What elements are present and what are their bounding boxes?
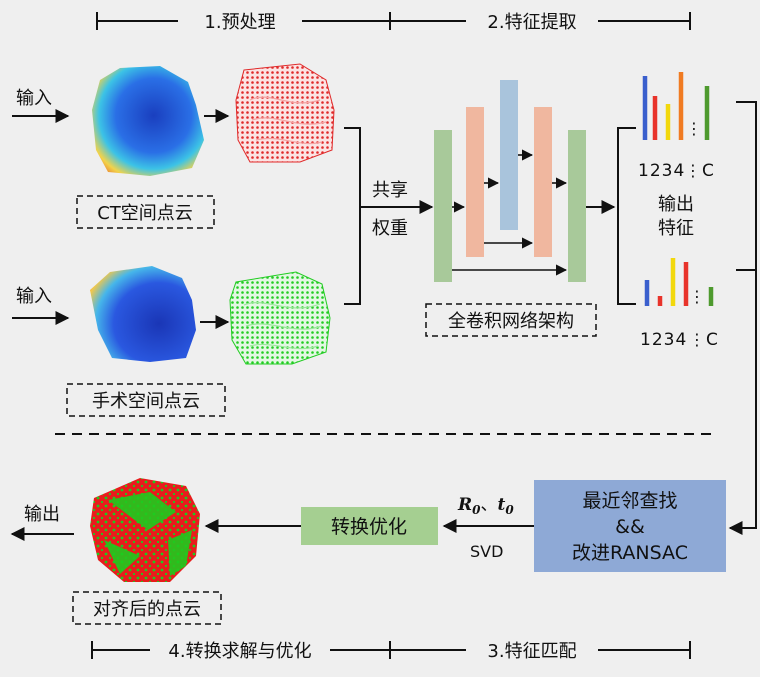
- network-layer-5: [568, 130, 586, 282]
- stage-label-preprocess: 1.预处理: [204, 12, 275, 33]
- surgery-sampled-cloud-contours: [243, 301, 323, 350]
- shared-weights-label-2: 权重: [372, 218, 408, 239]
- feature-channel-top: C: [702, 161, 715, 181]
- svd-label: SVD: [470, 542, 503, 561]
- ct-point-cloud-image: [92, 66, 204, 176]
- param-translation: t: [498, 495, 506, 515]
- shared-weights-bracket: [344, 127, 361, 305]
- ct-label-box: [76, 195, 215, 229]
- param-rotation: R: [457, 495, 472, 515]
- network-layer-1: [434, 130, 452, 282]
- surgery-point-cloud-image: [90, 266, 196, 362]
- network-label-box: [425, 303, 597, 337]
- ct-sampled-cloud-image: [235, 63, 335, 163]
- aligned-cloud-green-region-1: [108, 492, 176, 530]
- network-architecture: [434, 80, 586, 282]
- network-layer-2: [466, 107, 484, 257]
- input-label-top: 输入: [16, 88, 52, 109]
- optimize-label: 转换优化: [331, 516, 407, 538]
- output-label: 输出: [24, 504, 60, 525]
- matching-box: [534, 480, 726, 572]
- matching-line-2: &&: [615, 516, 645, 538]
- feature-bracket: [617, 127, 636, 305]
- matching-line-1: 最近邻查找: [582, 490, 677, 512]
- stage-label-transform: 4.转换求解与优化: [168, 641, 311, 662]
- ct-sampled-cloud-contours: [249, 96, 327, 145]
- aligned-label-box: [72, 591, 222, 625]
- feature-channel-bottom: C: [706, 330, 719, 350]
- optimize-box: [301, 507, 438, 545]
- output-feature-label-1: 输出: [658, 194, 694, 215]
- stage-label-matching: 3.特征匹配: [487, 641, 576, 662]
- matching-line-3: 改进RANSAC: [572, 542, 688, 564]
- feature-to-matching-connector: [728, 101, 757, 535]
- feature-bars-bottom: [644, 258, 714, 306]
- feature-dots-bottom: ⋮: [689, 287, 705, 306]
- surgery-label-box: [66, 383, 226, 417]
- input-label-bottom: 输入: [16, 286, 52, 307]
- feature-dots-top: ⋮: [686, 119, 702, 138]
- surgery-sampled-cloud-image: [229, 271, 331, 365]
- aligned-cloud-green-region-3: [168, 530, 192, 576]
- feature-dots-index-top: ⋮: [685, 161, 701, 180]
- output-feature-label-2: 特征: [658, 218, 694, 239]
- feature-index-top: 1234: [638, 161, 685, 181]
- feature-index-bottom: 1234: [640, 330, 687, 350]
- stage-label-feature-extraction: 2.特征提取: [487, 12, 576, 33]
- network-layer-3: [500, 80, 518, 230]
- param-rotation-subscript: 0: [472, 503, 481, 517]
- aligned-cloud-green-region-2: [104, 540, 140, 574]
- param-separator: 、: [481, 495, 498, 515]
- feature-bars-top: [642, 72, 710, 140]
- stage-bar-bottom: [91, 641, 691, 659]
- feature-dots-index-bottom: ⋮: [689, 330, 705, 349]
- network-label: 全卷积网络架构: [448, 311, 574, 332]
- shared-weights-label-1: 共享: [372, 180, 408, 201]
- surgery-label: 手术空间点云: [92, 391, 200, 412]
- aligned-label: 对齐后的点云: [93, 599, 201, 620]
- ct-label: CT空间点云: [97, 203, 193, 224]
- stage-bar-top: [96, 12, 691, 30]
- transform-params: R0、t0: [457, 495, 514, 517]
- network-layer-4: [534, 107, 552, 257]
- param-translation-subscript: 0: [505, 503, 514, 517]
